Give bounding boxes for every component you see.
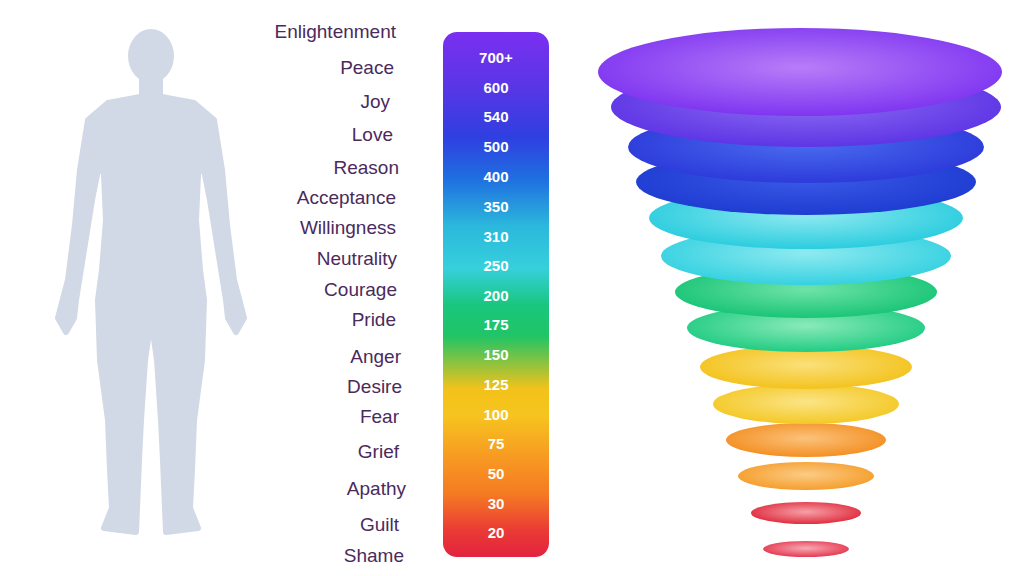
level-number: 500 bbox=[443, 139, 549, 154]
level-number: 175 bbox=[443, 317, 549, 332]
emotion-label: Apathy bbox=[347, 479, 406, 498]
emotion-label: Shame bbox=[344, 546, 404, 565]
emotion-label: Desire bbox=[347, 377, 402, 396]
level-number: 75 bbox=[443, 436, 549, 451]
level-number: 310 bbox=[443, 229, 549, 244]
level-number: 540 bbox=[443, 109, 549, 124]
level-number: 400 bbox=[443, 169, 549, 184]
level-number: 250 bbox=[443, 258, 549, 273]
level-number: 50 bbox=[443, 466, 549, 481]
emotion-label: Grief bbox=[358, 442, 399, 461]
level-number: 100 bbox=[443, 407, 549, 422]
emotion-label: Courage bbox=[324, 280, 397, 299]
emotion-label: Acceptance bbox=[297, 188, 396, 207]
level-number: 350 bbox=[443, 199, 549, 214]
emotion-label: Reason bbox=[334, 158, 400, 177]
human-silhouette bbox=[58, 29, 244, 532]
emotion-label: Enlightenment bbox=[275, 22, 396, 41]
emotion-label: Peace bbox=[340, 58, 394, 77]
emotion-label: Neutrality bbox=[317, 249, 397, 268]
emotion-label: Pride bbox=[352, 310, 396, 329]
level-number: 125 bbox=[443, 377, 549, 392]
level-number: 200 bbox=[443, 288, 549, 303]
level-scale-bar: 700+ 600 540 500 400 350 310 250 200 175 150 125 100… bbox=[443, 32, 549, 557]
level-number: 150 bbox=[443, 347, 549, 362]
emotion-label: Anger bbox=[350, 347, 401, 366]
level-number: 600 bbox=[443, 80, 549, 95]
level-number: 700+ bbox=[443, 50, 549, 65]
emotion-label: Love bbox=[352, 125, 393, 144]
emotion-label: Guilt bbox=[360, 515, 399, 534]
emotion-label: Fear bbox=[360, 407, 399, 426]
energy-funnel bbox=[598, 28, 1002, 557]
level-number: 20 bbox=[443, 525, 549, 540]
emotion-label: Joy bbox=[360, 92, 390, 111]
emotion-label: Willingness bbox=[300, 218, 396, 237]
level-number: 30 bbox=[443, 496, 549, 511]
